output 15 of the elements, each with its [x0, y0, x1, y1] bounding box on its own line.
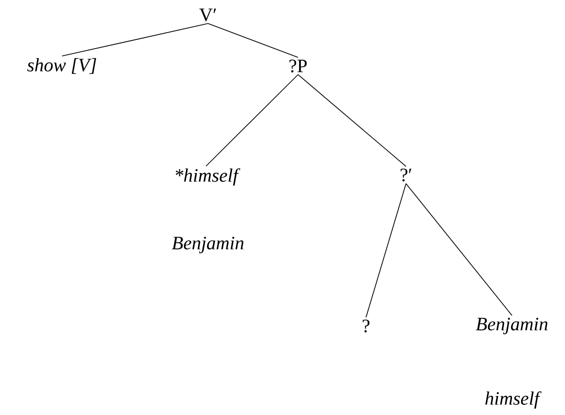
tree-node-label: ?′	[400, 168, 412, 182]
tree-node-label: V′	[199, 8, 216, 22]
tree-node-label: *himself	[176, 168, 240, 186]
tree-branch	[406, 183, 512, 316]
alternative-label: Benjamin	[172, 236, 244, 254]
tree-branch	[206, 74, 298, 167]
tree-node-label: ?P	[290, 60, 307, 72]
tree-node-label: show [V]	[27, 58, 96, 74]
tree-node-label: ?	[362, 320, 370, 332]
tree-branch	[366, 183, 406, 318]
tree-branch	[208, 23, 298, 58]
alternative-label: himself	[485, 391, 542, 409]
tree-node-label: Benjamin	[476, 318, 548, 334]
tree-branch	[298, 74, 406, 167]
tree-branch	[62, 23, 208, 56]
